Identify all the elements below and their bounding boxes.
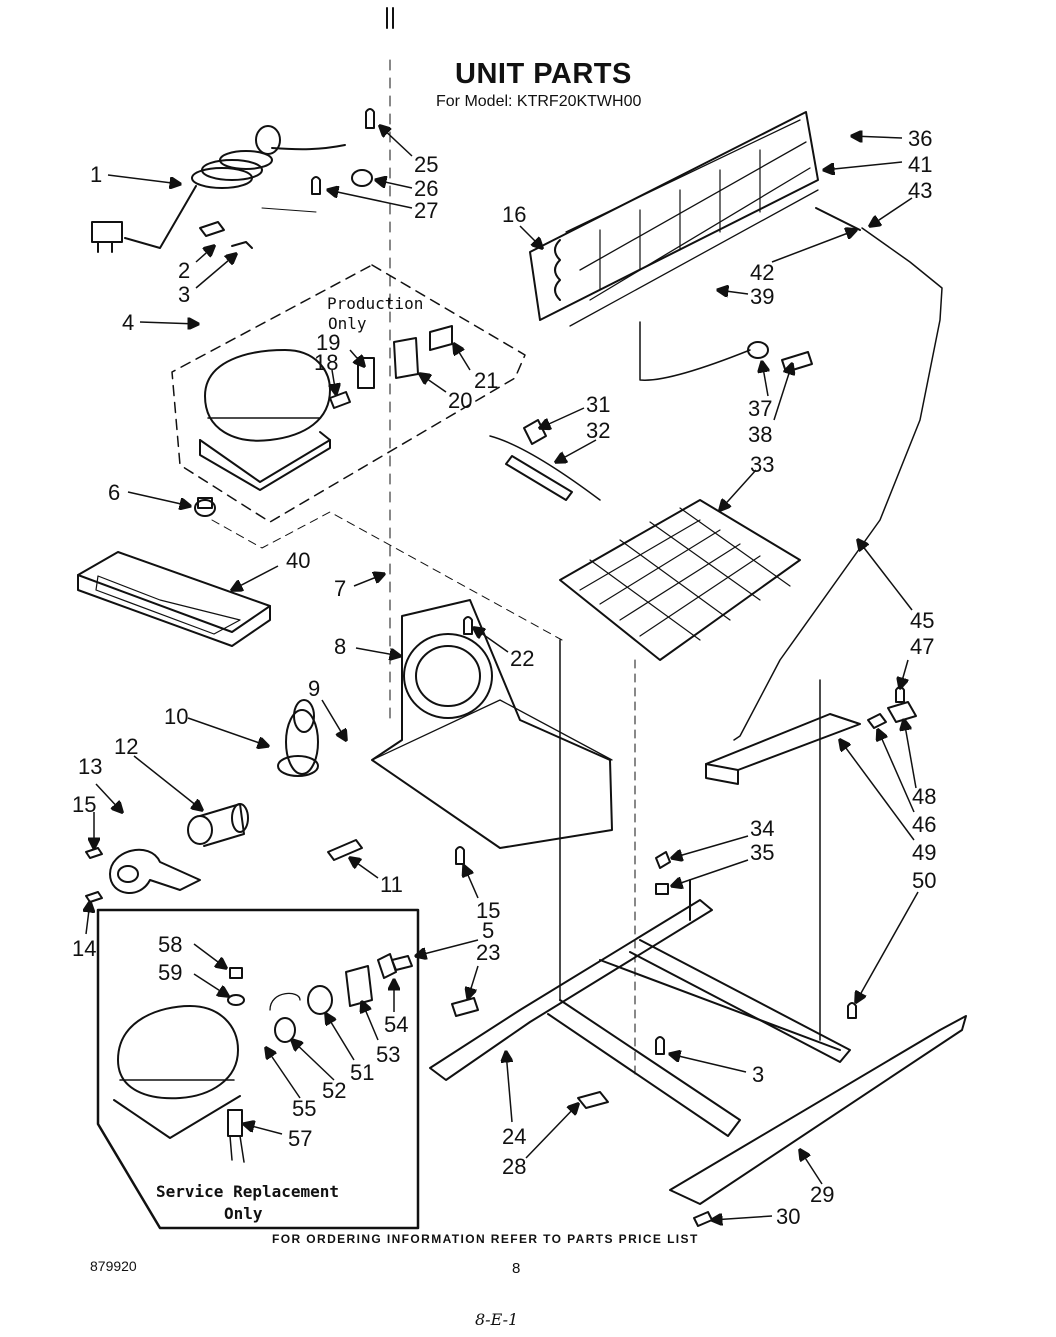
callout-label: 8 bbox=[334, 634, 347, 659]
callout-label: 53 bbox=[376, 1042, 401, 1067]
callout-label: 30 bbox=[776, 1204, 801, 1229]
production-only-outline bbox=[171, 264, 526, 523]
callout-label: 15 bbox=[476, 898, 501, 923]
callout-label: 12 bbox=[114, 734, 139, 759]
callout-label: 11 bbox=[380, 872, 403, 897]
callout-label: 25 bbox=[414, 152, 439, 177]
callout-label: 14 bbox=[72, 936, 97, 961]
callout-label: 54 bbox=[384, 1012, 409, 1037]
callout-label: 24 bbox=[502, 1124, 527, 1149]
callout-label: 49 bbox=[912, 840, 937, 865]
document-number: 879920 bbox=[90, 1258, 137, 1274]
callout-label: 10 bbox=[164, 704, 189, 729]
callout-label: 26 bbox=[414, 176, 439, 201]
callout-label: 31 bbox=[586, 392, 611, 417]
callout-label: 55 bbox=[292, 1096, 317, 1121]
callout-label: 37 bbox=[748, 396, 773, 421]
callout-label: 4 bbox=[122, 310, 135, 335]
service-note-line2: Only bbox=[224, 1204, 263, 1223]
handwritten-mark: 8-E-1 bbox=[475, 1310, 519, 1329]
callout-label: 51 bbox=[350, 1060, 375, 1085]
callout-label: 45 bbox=[910, 608, 935, 633]
evaporator-coil bbox=[529, 111, 861, 327]
fan-motor bbox=[109, 803, 249, 894]
callout-label: 3 bbox=[178, 282, 191, 307]
production-note-line1: Production bbox=[327, 294, 424, 313]
callout-label: 22 bbox=[510, 646, 535, 671]
freezer-evaporator bbox=[559, 499, 801, 661]
callout-label: 35 bbox=[750, 840, 775, 865]
service-replacement-outline bbox=[96, 908, 420, 1230]
callout-label: 34 bbox=[750, 816, 775, 841]
callout-label: 43 bbox=[908, 178, 933, 203]
power-cord bbox=[91, 125, 346, 253]
callout-label: 13 bbox=[78, 754, 103, 779]
callout-label: 59 bbox=[158, 960, 183, 985]
callout-label: 27 bbox=[414, 198, 439, 223]
callout-label: 33 bbox=[750, 452, 775, 477]
callout-label: 40 bbox=[286, 548, 311, 573]
callout-label: 50 bbox=[912, 868, 937, 893]
callout-label: 6 bbox=[108, 480, 121, 505]
service-note-line1: Service Replacement bbox=[156, 1182, 340, 1201]
callout-label: 38 bbox=[748, 422, 773, 447]
fan-shroud bbox=[371, 599, 613, 849]
callout-label: 36 bbox=[908, 126, 933, 151]
callout-label: 19 bbox=[316, 330, 341, 355]
callout-label: 41 bbox=[908, 152, 933, 177]
callout-label: 2 bbox=[178, 258, 191, 283]
callout-label: 58 bbox=[158, 932, 183, 957]
callout-label: 39 bbox=[750, 284, 775, 309]
model-subtitle: For Model: KTRF20KTWH00 bbox=[436, 93, 642, 110]
callout-label: 15 bbox=[72, 792, 97, 817]
callout-label: 23 bbox=[476, 940, 501, 965]
callout-label: 48 bbox=[912, 784, 937, 809]
callout-label: 32 bbox=[586, 418, 611, 443]
page-number: 8 bbox=[512, 1260, 521, 1277]
production-note-line2: Only bbox=[328, 314, 367, 333]
fan-blade bbox=[277, 699, 319, 777]
callout-label: 1 bbox=[90, 162, 103, 187]
callout-label: 5 bbox=[482, 918, 495, 943]
callout-label: 16 bbox=[502, 202, 527, 227]
callout-label: 57 bbox=[288, 1126, 313, 1151]
callout-label: 29 bbox=[810, 1182, 835, 1207]
drain-pan bbox=[77, 551, 271, 647]
callout-label: 52 bbox=[322, 1078, 347, 1103]
callout-label: 46 bbox=[912, 812, 937, 837]
callout-label: 18 bbox=[314, 350, 339, 375]
page-title: UNIT PARTS bbox=[455, 58, 632, 90]
ordering-info-note: FOR ORDERING INFORMATION REFER TO PARTS … bbox=[272, 1232, 699, 1246]
callout-label: 9 bbox=[308, 676, 321, 701]
callout-label: 3 bbox=[752, 1062, 765, 1087]
callout-label: 20 bbox=[448, 388, 473, 413]
callout-label: 21 bbox=[474, 368, 499, 393]
callout-label: 7 bbox=[334, 576, 347, 601]
callout-label: 42 bbox=[750, 260, 775, 285]
service-compressor bbox=[113, 1005, 241, 1139]
callout-label: 28 bbox=[502, 1154, 527, 1179]
callout-label: 47 bbox=[910, 634, 935, 659]
base-rail-frame bbox=[429, 879, 967, 1205]
